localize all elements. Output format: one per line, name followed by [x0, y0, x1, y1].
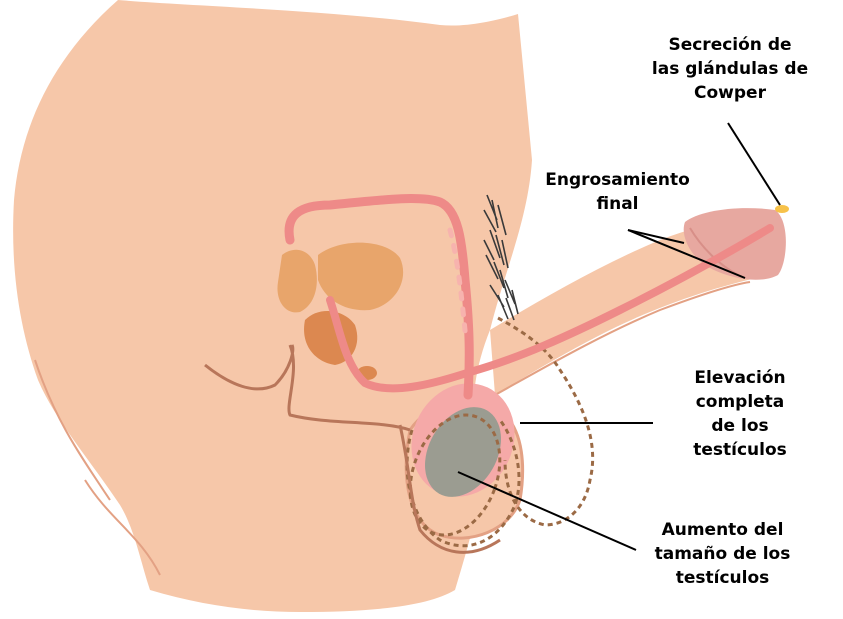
label-line: completa	[665, 390, 815, 414]
label-line: Aumento del	[640, 518, 805, 542]
label-cowper-secretion: Secreción de las glándulas de Cowper	[640, 33, 820, 105]
label-testicle-enlargement: Aumento del tamaño de los testículos	[640, 518, 805, 590]
label-line: Elevación	[665, 366, 815, 390]
label-line: Cowper	[640, 81, 820, 105]
label-line: final	[525, 192, 710, 216]
label-line: de los	[665, 414, 815, 438]
label-line: Engrosamiento	[525, 168, 710, 192]
label-line: las glándulas de	[640, 57, 820, 81]
label-line: Secreción de	[640, 33, 820, 57]
label-final-thickening: Engrosamiento final	[525, 168, 710, 216]
label-line: testículos	[640, 566, 805, 590]
label-testicle-elevation: Elevación completa de los testículos	[665, 366, 815, 462]
label-line: tamaño de los	[640, 542, 805, 566]
label-line: testículos	[665, 438, 815, 462]
secretion-drop	[775, 205, 789, 213]
